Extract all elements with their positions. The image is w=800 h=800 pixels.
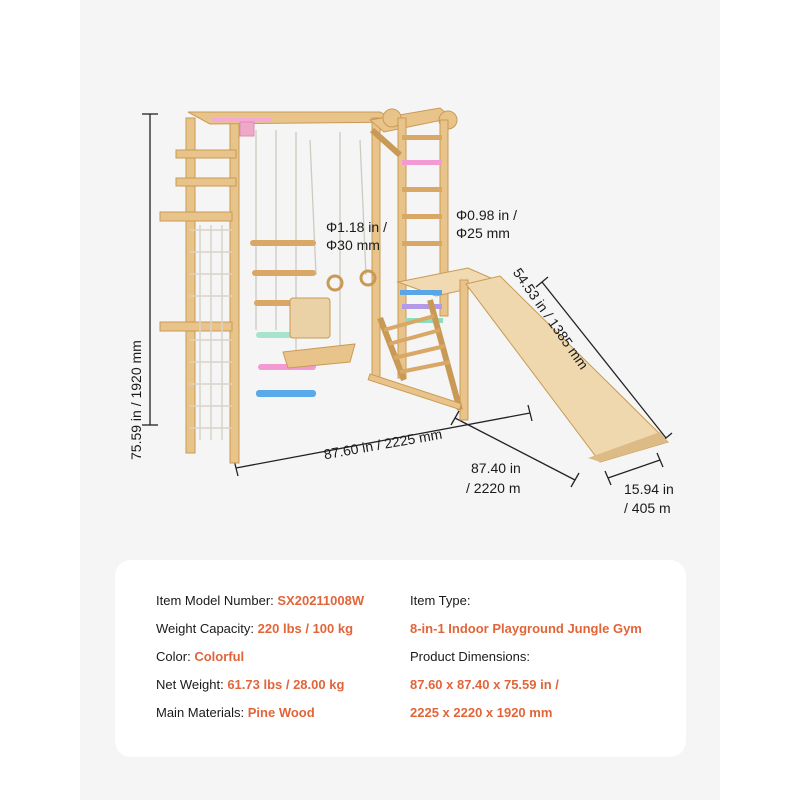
slide-width-dimension-line — [604, 452, 664, 486]
spec-capacity: Weight Capacity: 220 lbs / 100 kg — [156, 621, 354, 636]
spec-column-right: Item Type: 8-in-1 Indoor Playground Jung… — [410, 594, 642, 734]
depth-dimension-label-2: / 2220 m — [466, 480, 521, 496]
bar1-diameter-label-2: Φ30 mm — [326, 237, 380, 253]
climbing-wall — [159, 117, 240, 464]
spec-column-left: Item Model Number: SX20211008W Weight Ca… — [156, 594, 364, 734]
spec-materials: Main Materials: Pine Wood — [156, 705, 315, 720]
swing-seat — [282, 297, 356, 369]
height-dimension-label: 75.59 in / 1920 mm — [128, 340, 144, 460]
ladder-tower — [367, 107, 502, 421]
spec-model: Item Model Number: SX20211008W — [156, 593, 365, 608]
slide — [465, 275, 669, 463]
spec-dims-value-2: 2225 x 2220 x 1920 mm — [410, 705, 553, 720]
jungle-gym-illustration — [142, 107, 673, 488]
spec-type-label: Item Type: — [410, 593, 471, 608]
depth-dimension-label-1: 87.40 in — [471, 460, 521, 476]
height-dimension-line — [142, 113, 158, 426]
bar1-diameter-label-1: Φ1.18 in / — [326, 219, 387, 235]
spec-dims-label: Product Dimensions: — [410, 649, 530, 664]
spec-dims-value-1: 87.60 x 87.40 x 75.59 in / — [410, 677, 559, 692]
slide-width-dimension-label-1: 15.94 in — [624, 481, 674, 497]
depth-dimension-line — [450, 410, 580, 488]
spec-color: Color: Colorful — [156, 649, 245, 664]
specifications-card: Item Model Number: SX20211008W Weight Ca… — [115, 560, 686, 757]
top-beam — [187, 111, 401, 137]
slide-width-dimension-label-2: / 405 m — [624, 500, 671, 516]
gym-rings — [326, 269, 377, 292]
spec-type-value: 8-in-1 Indoor Playground Jungle Gym — [410, 621, 642, 636]
bar2-diameter-label-2: Φ25 mm — [456, 225, 510, 241]
spec-net-weight: Net Weight: 61.73 lbs / 28.00 kg — [156, 677, 345, 692]
bar2-diameter-label-1: Φ0.98 in / — [456, 207, 517, 223]
